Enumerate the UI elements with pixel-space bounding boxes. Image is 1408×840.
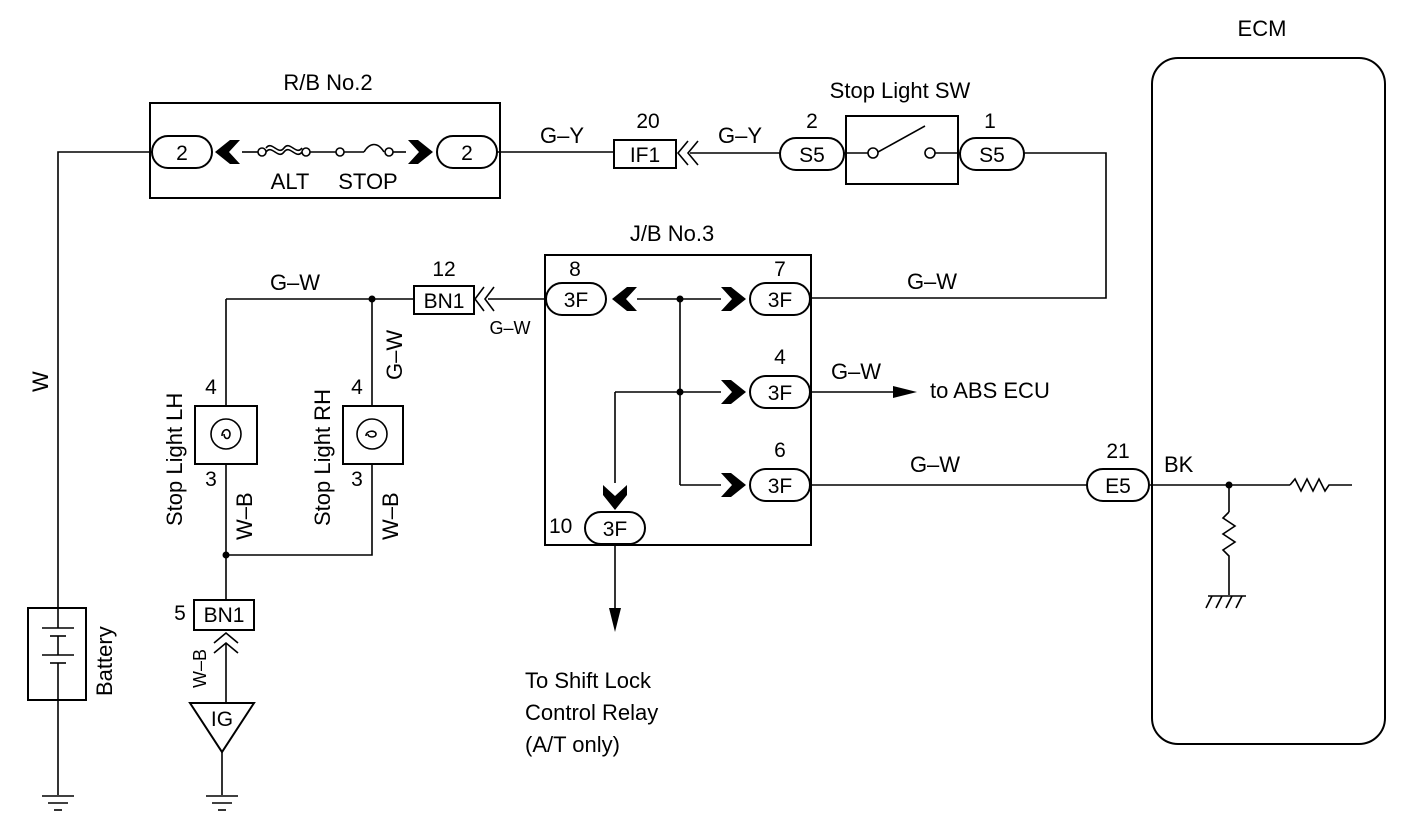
jb-8-label: 3F	[564, 289, 589, 312]
wire-s5-to-jb	[811, 152, 1107, 299]
stop-label: STOP	[338, 169, 398, 194]
ecm-box	[1151, 57, 1386, 745]
wire-w	[57, 151, 152, 608]
jb-7-label: 3F	[768, 289, 793, 312]
wire-label-wb-rh: W–B	[378, 492, 403, 540]
bn1-bottom-label: BN1	[204, 604, 245, 627]
wire-label-wb-lh: W–B	[232, 492, 257, 540]
ecm-ground-icon	[1205, 595, 1246, 609]
rb2-left-arrow-icon	[215, 140, 240, 164]
s5-left-connector	[779, 137, 845, 171]
jb-6-arrow-icon	[721, 473, 746, 497]
to-abs-arrow-icon	[893, 386, 917, 398]
stop-light-lh-box	[194, 405, 258, 465]
jb-7-connector	[749, 282, 811, 316]
stop-light-lh-label: Stop Light LH	[162, 393, 187, 526]
shift-lock-line-1: To Shift Lock	[525, 668, 652, 693]
stop-light-rh-bulb-icon	[356, 418, 388, 450]
s5-left-label: S5	[799, 144, 825, 167]
rb2-right-arrow-icon	[408, 140, 433, 164]
bn1-bottom-male-icon	[213, 631, 239, 644]
wire-label-gw-ecm: G–W	[910, 452, 960, 477]
if1-pin-number: 20	[636, 110, 659, 133]
battery-ground-icon	[42, 795, 74, 811]
stop-light-lh-bulb-icon	[210, 418, 242, 450]
jb-8-pin-number: 8	[569, 258, 581, 281]
to-abs-label: to ABS ECU	[930, 378, 1050, 403]
jb-10-pin-number: 10	[549, 515, 572, 538]
wire-label-gw-right: G–W	[907, 269, 957, 294]
rb2-right-pin: 2	[461, 142, 473, 165]
e5-connector	[1086, 468, 1150, 502]
wire-label-wb-ig: W–B	[190, 649, 210, 688]
bn1-top-label: BN1	[424, 290, 465, 313]
jb-6-pin-number: 6	[774, 439, 786, 462]
if1-label: IF1	[630, 144, 660, 167]
battery-icon	[42, 608, 74, 700]
stop-light-sw-label: Stop Light SW	[830, 78, 971, 103]
rh-bottom-pin-number: 3	[351, 468, 363, 491]
shift-lock-line-2: Control Relay	[525, 700, 658, 725]
jb3-label: J/B No.3	[630, 221, 714, 246]
stop-light-rh-label: Stop Light RH	[310, 389, 335, 526]
rb2-label: R/B No.2	[283, 70, 372, 95]
if1-connector	[613, 139, 677, 169]
battery-box	[27, 607, 87, 701]
s5-right-connector	[959, 137, 1025, 171]
bn1-top-connector	[413, 285, 475, 315]
jb-4-label: 3F	[768, 382, 793, 405]
bk-label: BK	[1164, 452, 1194, 477]
shift-lock-line-3: (A/T only)	[525, 732, 620, 757]
s5-right-label: S5	[979, 144, 1005, 167]
alt-label: ALT	[271, 169, 310, 194]
jb-10-arrow-icon	[603, 485, 627, 510]
s5-right-pin-number: 1	[984, 110, 996, 133]
to-shift-lock-arrow-icon	[609, 608, 621, 632]
jb-7-arrow-icon	[721, 287, 746, 311]
switch-icon	[844, 125, 960, 159]
lh-top-pin-number: 4	[205, 376, 217, 399]
jb-4-arrow-icon	[721, 380, 746, 404]
ecm-internal-circuit	[1150, 477, 1352, 595]
jb-8-arrow-icon	[612, 287, 637, 311]
jb-10-label: 3F	[603, 518, 628, 541]
wire-label-gw-top-left: G–W	[270, 270, 320, 295]
s5-left-pin-number: 2	[806, 110, 818, 133]
e5-pin-number: 21	[1106, 440, 1129, 463]
ig-label: IG	[211, 708, 233, 731]
bn1-bottom-connector	[193, 599, 255, 631]
jb-7-pin-number: 7	[774, 258, 786, 281]
battery-label: Battery	[92, 626, 117, 696]
wire-label-gy-1: G–Y	[540, 123, 584, 148]
ecm-label: ECM	[1238, 16, 1287, 41]
wire-label-w: W	[28, 371, 53, 392]
jb-4-pin-number: 4	[774, 346, 786, 369]
ig-ground-icon	[206, 795, 238, 811]
fuse-icon	[242, 143, 406, 157]
ig-triangle-icon	[188, 702, 256, 754]
rb2-left-pin: 2	[176, 142, 188, 165]
wire-label-gw-abs: G–W	[831, 359, 881, 384]
wire-label-gy-2: G–Y	[718, 123, 762, 148]
lh-bottom-pin-number: 3	[205, 468, 217, 491]
stop-light-sw-box	[845, 115, 959, 185]
stop-light-rh-box	[342, 405, 404, 465]
bn1-bottom-pin-number: 5	[174, 602, 186, 625]
if1-male-icon	[676, 140, 689, 166]
wire-label-gw-small: G–W	[489, 318, 530, 338]
bn1-top-male-icon	[474, 286, 485, 312]
bn1-top-pin-number: 12	[432, 258, 455, 281]
wire-label-gw-rh: G–W	[382, 330, 407, 380]
jb-6-label: 3F	[768, 475, 793, 498]
e5-label: E5	[1105, 475, 1131, 498]
rh-top-pin-number: 4	[351, 376, 363, 399]
